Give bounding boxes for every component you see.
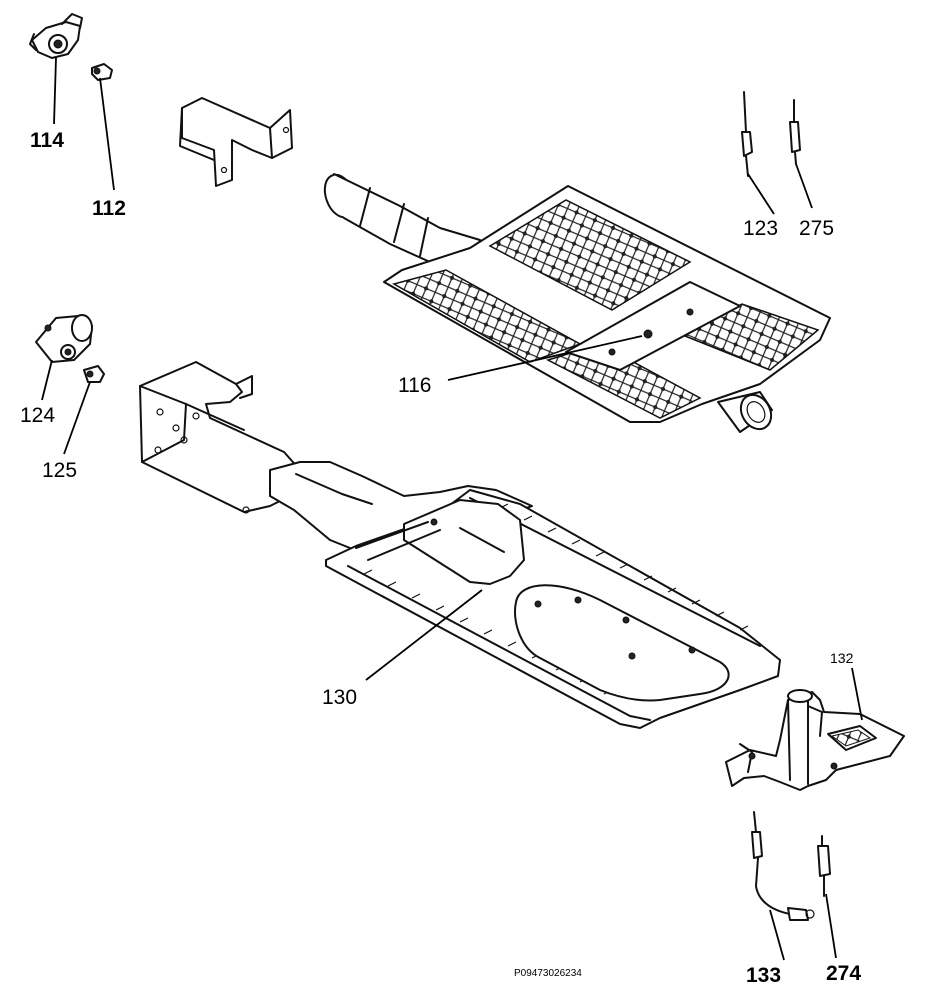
part-133-thermocouple — [751, 811, 815, 921]
callout-123: 123 — [743, 217, 778, 240]
leader-lines — [41, 57, 863, 961]
drawing-reference: P09473026234 — [514, 968, 582, 979]
part-132-igniter-bracket — [725, 689, 905, 791]
callout-124: 124 — [20, 404, 55, 427]
callout-133: 133 — [746, 964, 781, 987]
callout-125: 125 — [42, 459, 77, 482]
part-125-nozzle — [83, 365, 105, 383]
callout-274: 274 — [826, 962, 861, 985]
bracket-top — [179, 97, 293, 187]
callout-112: 112 — [92, 197, 126, 220]
callout-116: 116 — [398, 374, 431, 397]
callout-275: 275 — [799, 217, 834, 240]
callout-114: 114 — [30, 129, 64, 152]
callout-132: 132 — [830, 650, 854, 666]
part-112-nozzle — [91, 63, 113, 81]
part-114-valve — [29, 13, 83, 59]
part-130-burner-tray — [139, 361, 781, 729]
part-123-probe — [741, 91, 753, 177]
part-275-probe — [789, 99, 801, 165]
part-274-probe — [817, 835, 831, 897]
callout-130: 130 — [322, 686, 357, 709]
part-124-valve — [35, 314, 93, 363]
part-116-burner — [323, 173, 831, 433]
